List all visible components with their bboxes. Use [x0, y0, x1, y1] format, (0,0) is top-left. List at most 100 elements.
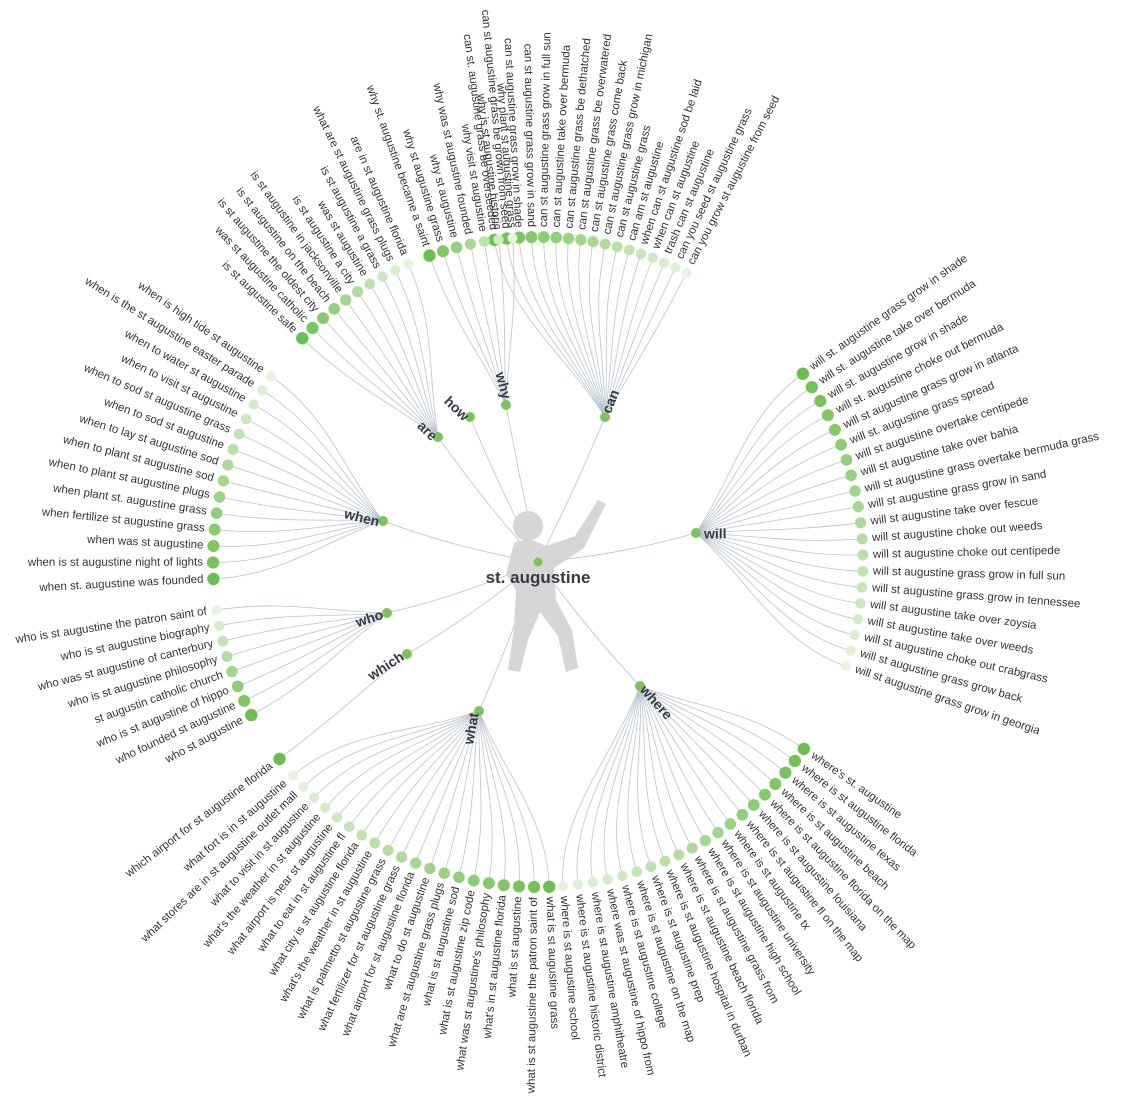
- leaf-label: will st augustine choke out centipede: [872, 545, 1061, 561]
- leaf-line: [518, 237, 606, 418]
- leaf-node: [736, 808, 749, 821]
- leaf-node: [527, 880, 541, 894]
- leaf-line: [219, 496, 384, 522]
- leaf-node: [779, 766, 792, 779]
- leaf-label: can st augustine grass grow in full sun: [538, 32, 553, 227]
- leaf-node: [788, 754, 802, 768]
- leaf-line: [212, 520, 384, 563]
- leaf-line: [442, 251, 507, 406]
- leaf-line: [695, 444, 842, 534]
- leaf-line: [478, 710, 550, 887]
- leaf-line: [333, 308, 439, 438]
- leaf-node: [507, 233, 518, 243]
- leaf-line: [357, 291, 439, 438]
- leaf-node: [240, 413, 252, 425]
- leaf-line: [470, 244, 507, 406]
- leaf-node: [724, 818, 737, 830]
- leaf-line: [223, 480, 384, 522]
- leaf-line: [222, 612, 388, 642]
- leaf-line: [227, 464, 384, 522]
- leaf-node: [306, 321, 319, 335]
- leaf-line: [639, 685, 796, 762]
- leaf-node: [587, 236, 599, 248]
- leaf-line: [578, 239, 606, 418]
- leaf-line: [303, 710, 480, 788]
- leaf-node: [207, 572, 220, 586]
- center-label: st. augustine: [486, 568, 591, 587]
- leaf-line: [639, 685, 755, 806]
- leaf-node: [424, 862, 436, 875]
- leaf-line: [639, 685, 805, 750]
- leaf-label: when st. augustine was founded: [38, 574, 204, 595]
- leaf-line: [639, 685, 786, 774]
- leaf-line: [322, 317, 439, 438]
- leaf-node: [670, 262, 681, 273]
- leaf-node: [587, 877, 598, 888]
- leaf-line: [301, 337, 439, 438]
- leaf-node: [273, 752, 286, 766]
- leaf-line: [695, 490, 856, 534]
- leaf-node: [681, 267, 692, 278]
- leaf-label: what is st augustine the patron saint of: [526, 896, 540, 1094]
- leaf-line: [695, 532, 855, 636]
- leaf-node: [814, 394, 827, 408]
- leaf-line: [695, 532, 851, 652]
- leaf-line: [251, 612, 388, 716]
- leaf-line: [226, 612, 388, 657]
- leaf-node: [796, 367, 810, 380]
- category-node: [378, 516, 388, 526]
- category-node: [465, 412, 475, 422]
- leaf-node: [852, 614, 864, 625]
- leaf-line: [374, 710, 480, 844]
- leaf-line: [313, 710, 480, 798]
- leaf-label: when is st augustine night of lights: [27, 557, 203, 569]
- leaf-node: [233, 428, 245, 440]
- leaf-line: [562, 685, 641, 887]
- leaf-node: [635, 248, 647, 259]
- leaf-node: [645, 861, 657, 873]
- leaf-node: [396, 851, 408, 863]
- leaf-line: [478, 710, 506, 886]
- leaf-line: [261, 389, 384, 522]
- leaf-node: [340, 294, 352, 306]
- leaf-line: [478, 710, 520, 887]
- leaf-node: [562, 232, 575, 245]
- leaf-line: [348, 710, 480, 827]
- leaf-line: [345, 299, 439, 438]
- leaf-line: [604, 253, 642, 418]
- leaf-node: [572, 879, 583, 890]
- leaf-line: [695, 522, 861, 534]
- leaf-line: [695, 532, 863, 556]
- leaf-node: [543, 880, 556, 893]
- leaf-line: [695, 429, 836, 534]
- leaf-node: [317, 312, 330, 325]
- leaf-node: [210, 507, 223, 520]
- leaf-node: [845, 469, 857, 482]
- leaf-line: [213, 520, 384, 547]
- category-node: [501, 400, 511, 410]
- leaf-line: [231, 612, 388, 672]
- leaf-line: [505, 237, 515, 406]
- leaf-line: [543, 237, 606, 418]
- leaf-line: [637, 685, 652, 867]
- leaf-line: [279, 653, 408, 760]
- leaf-node: [296, 332, 309, 345]
- leaf-line: [478, 710, 493, 884]
- leaf-line: [401, 710, 480, 858]
- leaf-line: [369, 283, 439, 438]
- category-label: why: [492, 369, 515, 401]
- leaf-line: [695, 474, 852, 534]
- leaf-node: [467, 874, 480, 887]
- leaf-label: when was st augustine: [86, 534, 204, 552]
- leaf-line: [237, 612, 388, 687]
- leaf-line: [336, 710, 480, 818]
- category-label: who: [353, 606, 386, 630]
- leaf-line: [270, 376, 384, 522]
- leaf-line: [415, 710, 480, 864]
- leaf-node: [288, 770, 299, 781]
- category-node: [433, 432, 443, 442]
- leaf-node: [686, 842, 698, 854]
- leaf-node: [213, 491, 226, 503]
- leaf-node: [849, 629, 860, 641]
